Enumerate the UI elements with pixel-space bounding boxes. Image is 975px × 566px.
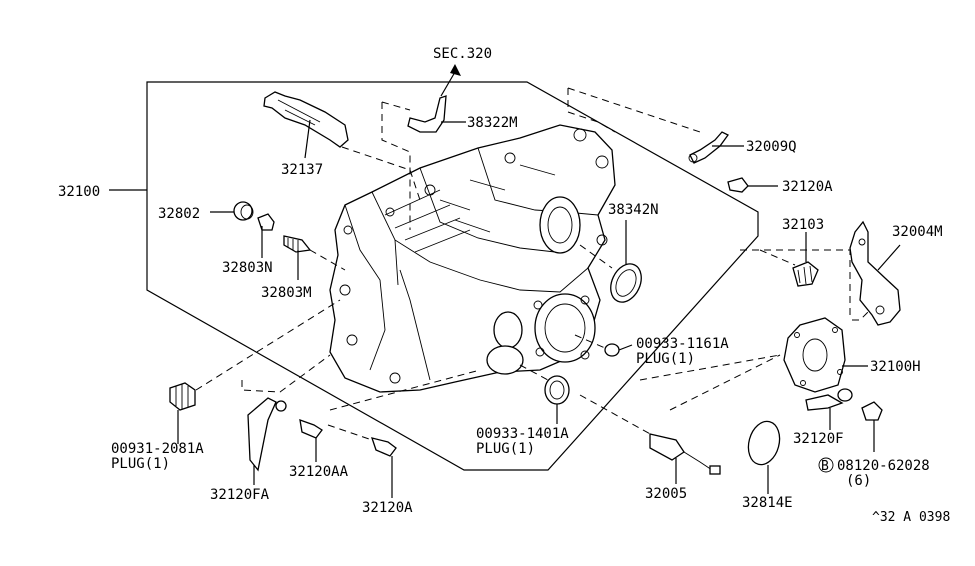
plug-32803m [283,235,312,253]
label-plug-1-a: PLUG(1) [636,351,695,367]
label-32120f: 32120F [793,431,844,447]
label-32120a-top: 32120A [782,179,833,195]
label-32120aa: 32120AA [289,464,349,480]
label-32120a-bottom: 32120A [362,500,413,516]
plug-32803n [257,213,275,231]
bracket-32137 [263,91,349,148]
bolt-08120-62028 [861,401,883,421]
label-00933-1401a: 00933-1401A [476,426,569,442]
clip-32009q [688,131,729,164]
label-00933-1161a: 00933-1161A [636,336,729,352]
callout-labels: SEC.320 38322M 32137 32100 32802 32803N … [58,46,950,525]
switch-32005 [649,433,721,475]
label-32120fa: 32120FA [210,487,270,503]
label-plug-1-c: PLUG(1) [476,441,535,457]
label-b-marker: B [821,459,829,474]
plug-00933-1161a [604,343,620,357]
label-32004m: 32004M [892,224,943,240]
label-qty-6: (6) [846,473,871,489]
plug-00931-2081a [169,382,196,411]
bolt-32120a-bottom [371,437,397,457]
reference-code: ^32 A 0398 [872,510,950,525]
label-32100: 32100 [58,184,100,200]
label-38342n: 38342N [608,202,659,218]
label-00931-2081a: 00931-2081A [111,441,204,457]
label-32100h: 32100H [870,359,921,375]
leader-lines [109,119,901,498]
label-32009q: 32009Q [746,139,797,155]
label-32803n: 32803N [222,260,273,276]
breather-tube [407,64,461,133]
plate-32120fa [247,397,287,472]
bracket-32004m [849,220,901,326]
assembly-outline [146,81,759,471]
label-32802: 32802 [158,206,200,222]
label-08120-62028: 08120-62028 [837,458,930,474]
label-32814e: 32814E [742,495,793,511]
label-plug-1-b: PLUG(1) [111,456,170,472]
bolt-32120aa [299,419,323,439]
label-32005: 32005 [645,486,687,502]
gasket-32120f [805,388,853,411]
plug-32802 [233,201,254,221]
plug-00933-1401a [544,375,570,405]
transaxle-case [329,124,616,393]
disc-32814e [747,420,781,466]
bushing-32103 [792,261,819,287]
label-32137: 32137 [281,162,323,178]
label-sec-320: SEC.320 [433,46,492,62]
oil-seal-38342n [610,263,642,303]
b-marker-circle-icon [818,457,834,473]
cover-plate-32100h [783,317,846,393]
label-32803m: 32803M [261,285,312,301]
sec-arrow-icon [450,64,461,76]
label-38322m: 38322M [467,115,518,131]
label-32103: 32103 [782,217,824,233]
bolt-32120a-top [727,177,749,193]
